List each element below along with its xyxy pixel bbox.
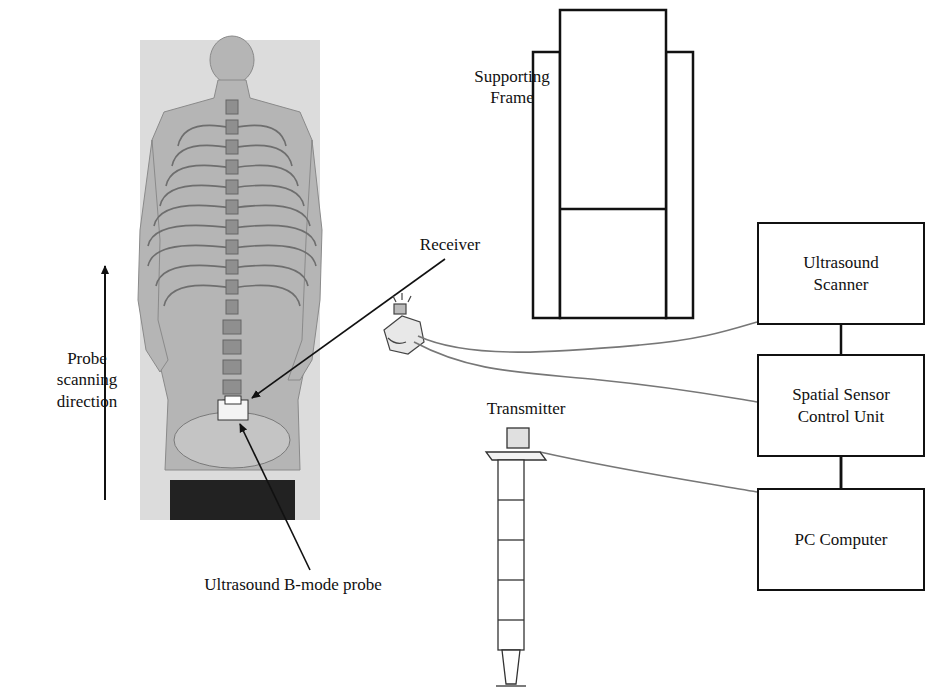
leader-line [252, 259, 445, 398]
process-box: Spatial Sensor Control Unit [757, 354, 925, 457]
process-box: Ultrasound Scanner [757, 222, 925, 325]
body-figure [138, 36, 322, 470]
spine [223, 100, 241, 414]
transmitter-stand [486, 428, 546, 686]
cable [414, 322, 757, 492]
process-box: PC Computer [757, 488, 925, 591]
direction-label: Probe scanning direction [44, 348, 130, 412]
supporting-frame [533, 10, 693, 318]
box-text: PC Computer [794, 529, 887, 550]
part-label: Ultrasound B-mode probe [188, 574, 398, 595]
receiver-on-probe [225, 396, 241, 404]
frame-label: Supporting Frame [470, 66, 554, 109]
leader-line [240, 424, 310, 570]
box-text: Ultrasound Scanner [786, 252, 896, 295]
part-label: Transmitter [478, 398, 574, 419]
ribcage [148, 125, 316, 306]
body-panel [140, 40, 320, 520]
box-text: Spatial Sensor Control Unit [776, 384, 906, 427]
part-label: Receiver [412, 234, 488, 255]
